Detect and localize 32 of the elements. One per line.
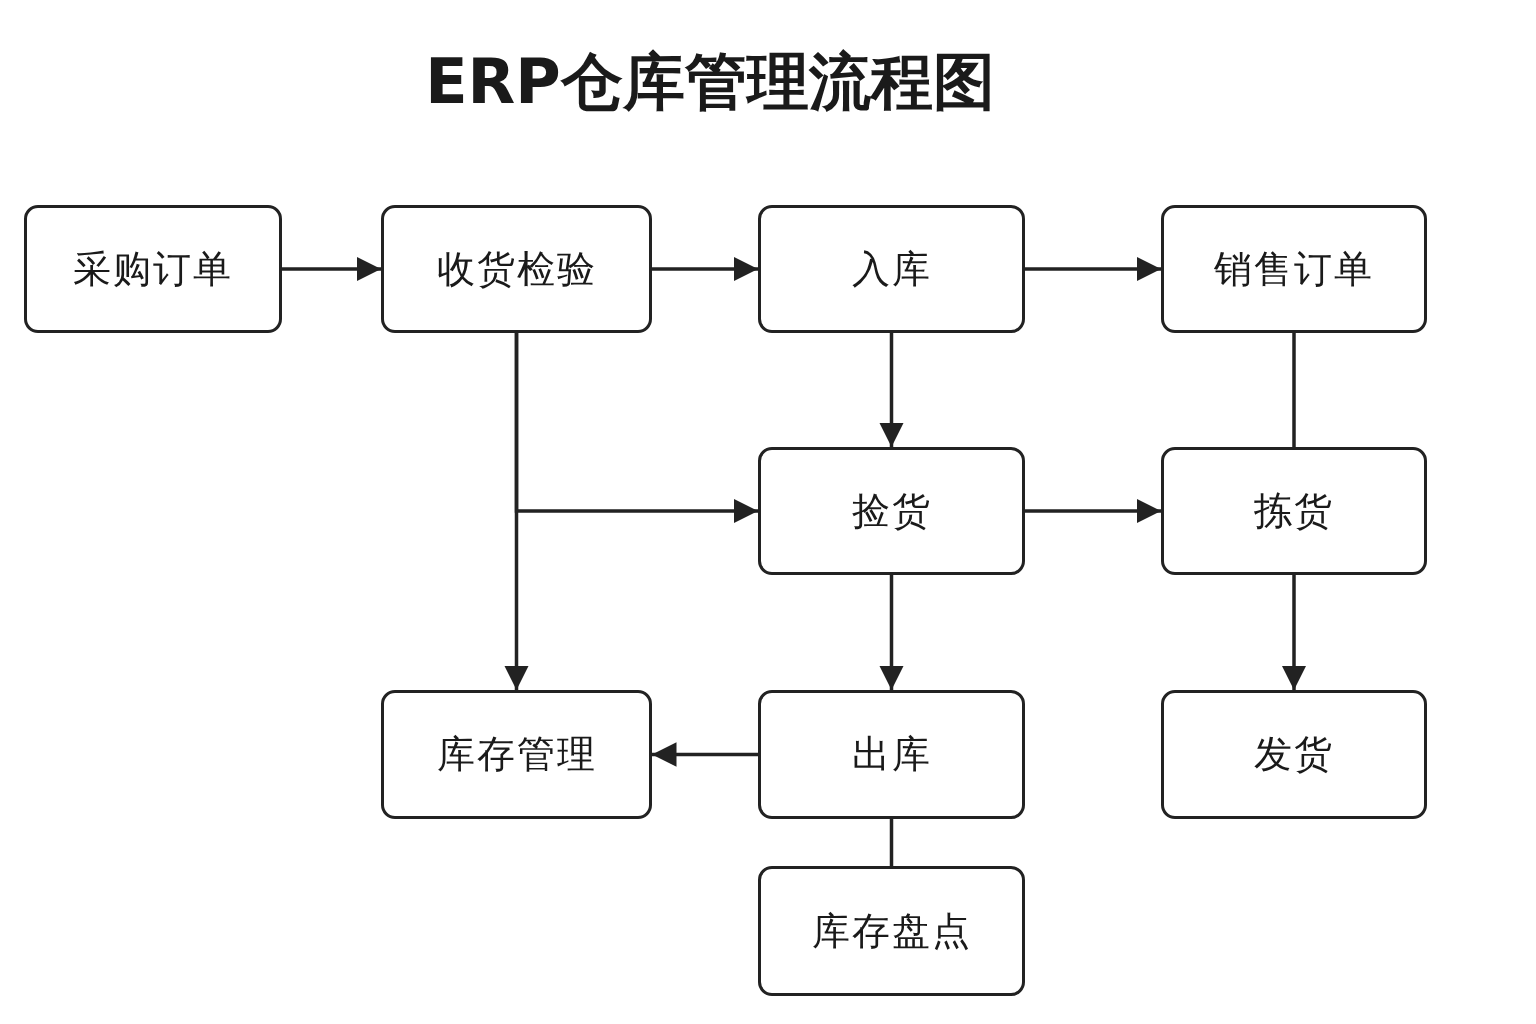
arrow <box>652 256 758 282</box>
arrow <box>879 575 904 690</box>
process-box <box>24 205 282 333</box>
diagram-title: ERP仓库管理流程图 <box>424 44 996 120</box>
node-label: 出库 <box>851 731 932 778</box>
arrow <box>282 256 381 282</box>
arrow <box>652 742 758 767</box>
node-label: 库存管理 <box>436 731 597 778</box>
process-box <box>381 690 652 819</box>
process-box <box>1161 690 1427 819</box>
node-label: 拣货 <box>1254 487 1334 535</box>
node-label: 发货 <box>1254 731 1334 778</box>
node-label: 销售订单 <box>1214 245 1374 293</box>
arrow <box>879 333 904 447</box>
arrow <box>1281 575 1307 690</box>
connector-line <box>1292 333 1296 447</box>
process-box <box>758 690 1025 819</box>
node-label: 入库 <box>851 245 932 293</box>
process-box <box>381 205 652 333</box>
process-box <box>758 866 1025 996</box>
node-label: 采购订单 <box>73 245 233 293</box>
process-box <box>1161 205 1427 333</box>
node-label: 库存盘点 <box>811 907 972 955</box>
arrow <box>1025 498 1161 524</box>
process-box <box>1161 447 1427 575</box>
arrow <box>504 333 529 690</box>
process-box <box>758 205 1025 333</box>
node-label: 捡货 <box>851 487 932 535</box>
node-label: 收货检验 <box>436 245 597 293</box>
connector-line <box>889 819 894 866</box>
arrow <box>1025 256 1161 282</box>
process-box <box>758 447 1025 575</box>
